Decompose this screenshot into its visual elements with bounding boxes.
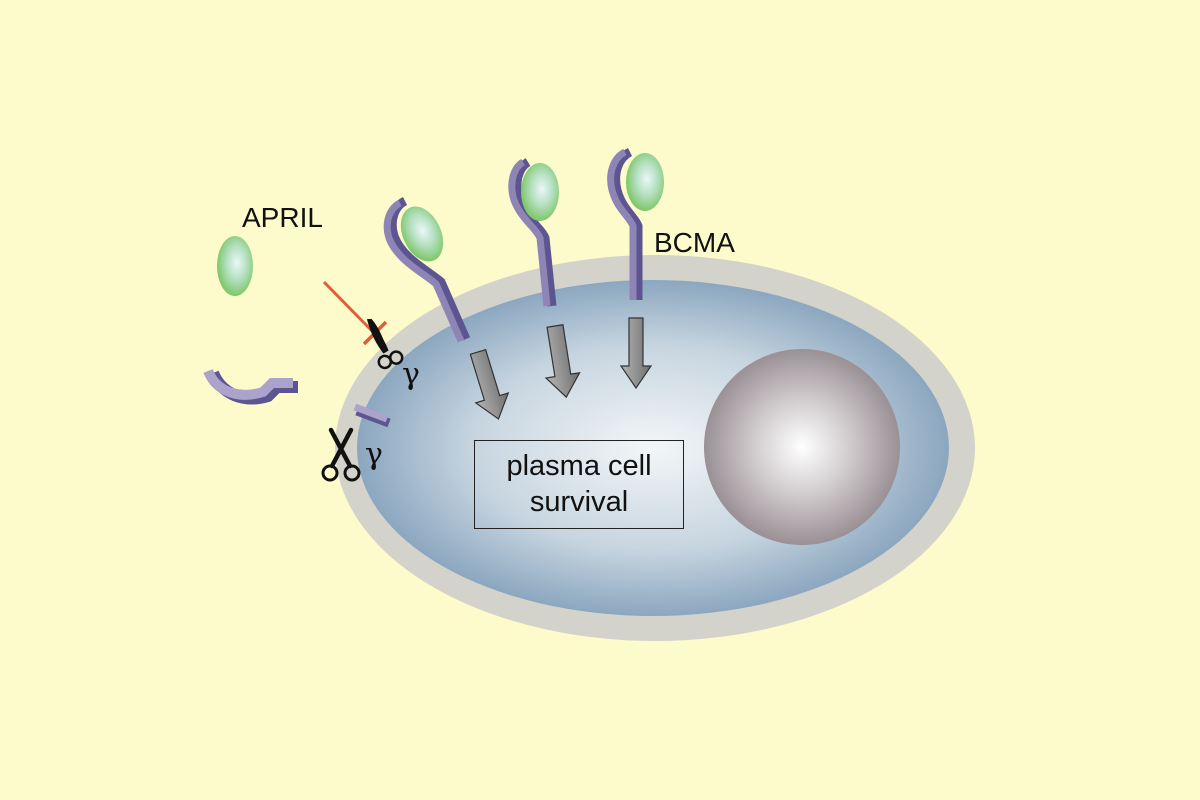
bcma-receptor-3	[607, 147, 664, 300]
april-ligand-bound-3	[626, 153, 664, 211]
scissors-icon	[321, 427, 361, 482]
april-ligand	[217, 236, 253, 296]
survival-label: plasma cell survival	[506, 450, 652, 518]
gamma-secretase-label-bottom: γ	[365, 437, 383, 472]
cleaved-bcma-fragment	[203, 368, 298, 405]
plasma-cell-survival-box: plasma cell survival	[474, 440, 684, 529]
signal-arrow-2	[544, 324, 581, 399]
membrane-stub	[353, 403, 391, 428]
bcma-receptor-2	[508, 158, 559, 307]
april-ligand-bound-2	[521, 163, 559, 221]
april-label: APRIL	[242, 202, 323, 233]
april-ligand-bound-1	[400, 206, 444, 262]
nucleus	[704, 349, 900, 545]
bcma-receptor-1	[383, 196, 471, 343]
plasma-cell	[335, 255, 975, 641]
signal-arrow-3	[619, 317, 653, 390]
bcma-label: BCMA	[654, 227, 735, 258]
scissors-icon	[367, 318, 404, 370]
gamma-secretase-label-top: γ	[402, 357, 420, 392]
signal-arrow-1	[469, 348, 510, 420]
